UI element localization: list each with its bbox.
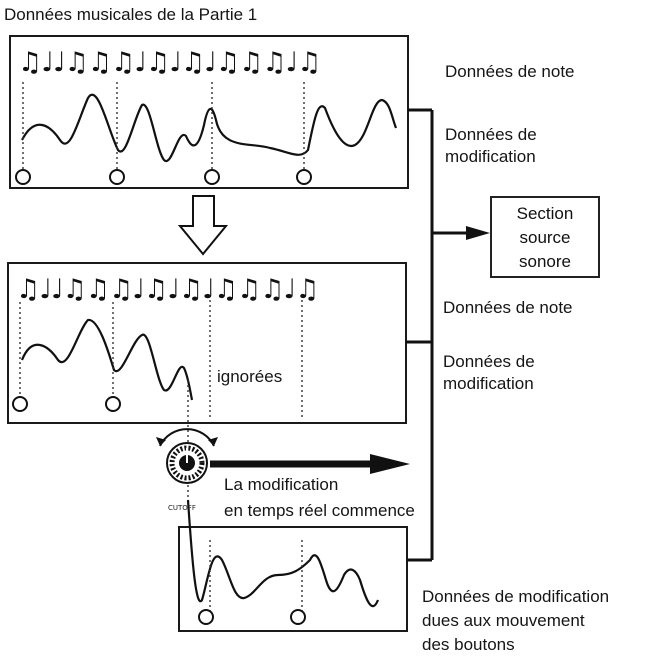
cutoff-knob-icon	[156, 428, 218, 484]
knob-mod-curve	[186, 499, 380, 608]
knob-mod-sync-lines	[209, 540, 303, 612]
sound-source-line2: source	[519, 228, 571, 247]
sound-source-line1: Section	[516, 204, 574, 223]
mod-data-label-2: Données de modification	[443, 352, 535, 393]
note-sequence-1: ♫♩♩♫♫♫♩♫♩♫♩♫♫♫♩♫	[18, 47, 321, 78]
knob-data-label-line3: des boutons	[422, 635, 515, 654]
down-arrow-icon	[177, 195, 229, 256]
sound-source-box: Section source sonore	[490, 196, 600, 278]
note-data-label-2: Données de note	[443, 298, 573, 317]
realtime-label-line1: La modification	[224, 475, 339, 494]
connector-lines	[406, 108, 470, 562]
knob-data-label-line2: dues aux mouvement	[422, 611, 585, 630]
realtime-label-line2: en temps réel commence	[224, 501, 415, 520]
part1-mod-curve	[21, 93, 398, 163]
knob-data-label-line1: Données de modification	[422, 587, 610, 606]
sound-source-line3: sonore	[519, 252, 571, 271]
part1-knob-markers	[15, 169, 312, 185]
realtime-arrow-head-icon	[370, 454, 410, 474]
part1-sync-lines	[22, 82, 305, 172]
knob-mod-box	[178, 526, 408, 632]
source-arrow-head-icon	[466, 226, 490, 240]
note-sequence-2: ♫♩♩♫♫♫♩♫♩♫♩♫♫♫♩♫	[16, 274, 319, 305]
diagram-title: Données musicales de la Partie 1	[4, 5, 258, 24]
part1-ignored-knob-markers	[12, 396, 121, 412]
part1-partial-mod-curve	[20, 318, 194, 401]
mod-data-label-1: Données de modification	[445, 125, 537, 166]
knob-mod-markers	[198, 609, 306, 625]
part1-data-box	[9, 35, 409, 189]
ignored-label: ignorées	[217, 367, 283, 386]
cutoff-knob-caption: CUTOFF	[168, 504, 196, 512]
part1-ignored-sync-lines	[19, 300, 303, 500]
note-data-label-1: Données de note	[445, 62, 575, 81]
